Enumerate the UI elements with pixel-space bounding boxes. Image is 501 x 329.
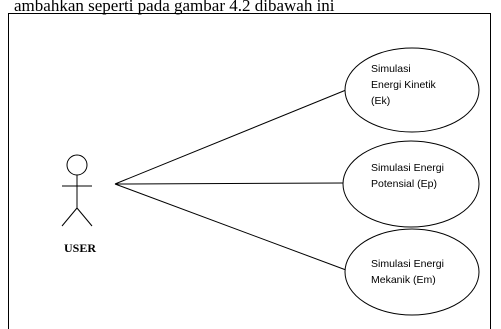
use-case-label-mekanik: Simulasi Energi Mekanik (Em) — [371, 258, 444, 286]
actor-stick-figure — [61, 154, 93, 227]
actor-left-leg — [61, 207, 78, 227]
actor-label: USER — [63, 241, 96, 255]
use-case-label-kinetik: Simulasi Energi Kinetik (Ek) — [371, 63, 436, 107]
association-line-kinetik — [114, 89, 347, 185]
document-caption-text: ambahkan seperti pada gambar 4.2 dibawah… — [14, 0, 335, 15]
use-case-ellipse-kinetik — [344, 47, 480, 133]
actor-head — [66, 154, 88, 176]
use-case-ellipse-potensial — [342, 140, 480, 228]
use-case-label-potensial: Simulasi Energi Potensial (Ep) — [371, 162, 444, 190]
diagram-frame — [8, 13, 491, 329]
association-line-mekanik — [114, 183, 347, 271]
actor-right-leg — [76, 207, 93, 227]
association-line-potensial — [114, 182, 345, 185]
use-case-ellipse-mekanik — [344, 228, 480, 316]
